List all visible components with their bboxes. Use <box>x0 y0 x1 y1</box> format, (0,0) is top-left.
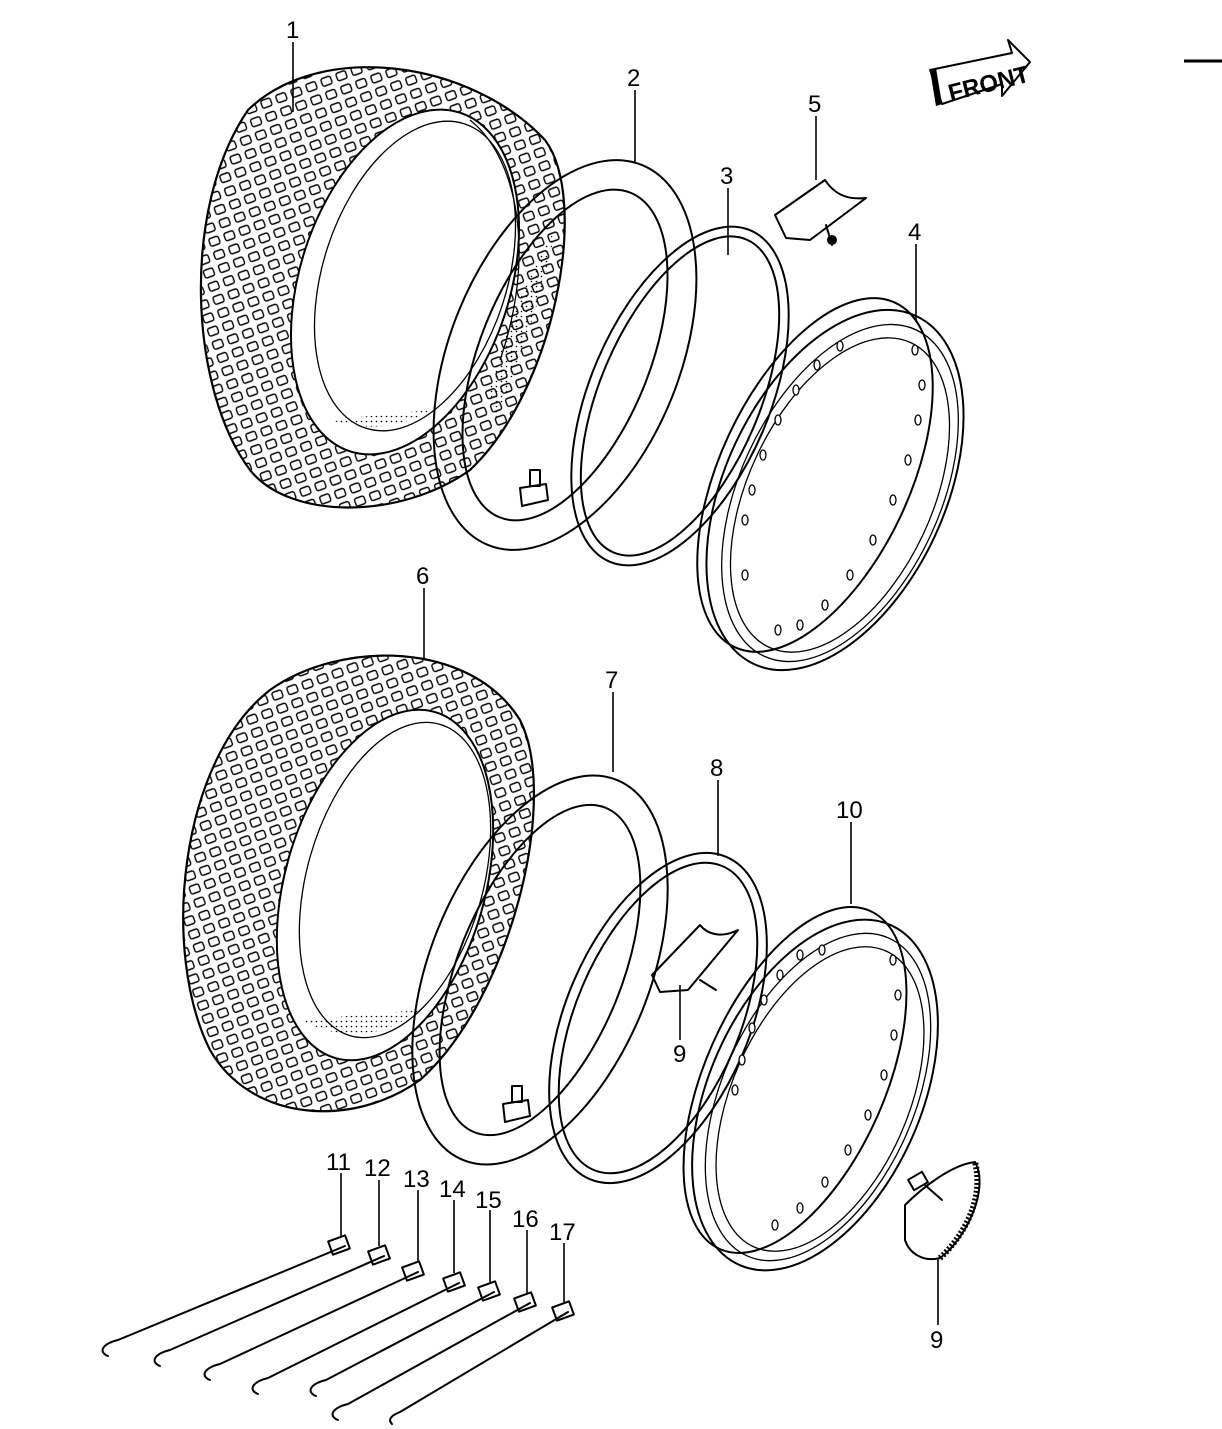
front-tube <box>432 159 698 551</box>
front-arrow-icon: FRONT <box>929 39 1033 107</box>
valve-stem-upper <box>519 469 549 507</box>
rear-rim <box>682 906 939 1272</box>
callout-1: 1 <box>286 17 299 44</box>
spoke-13 <box>203 1260 425 1381</box>
rim-lock-outside <box>904 1161 981 1261</box>
spoke-15 <box>309 1280 501 1397</box>
callout-4: 4 <box>908 219 921 246</box>
callout-labels: 1 2 3 5 4 6 7 8 10 9 9 11 12 13 14 15 16… <box>286 17 943 1354</box>
spoke-17 <box>389 1300 575 1425</box>
front-label: FRONT <box>946 61 1033 107</box>
rear-tire <box>182 654 536 1113</box>
callout-12: 12 <box>364 1155 391 1182</box>
callout-2: 2 <box>627 65 640 92</box>
callout-14: 14 <box>439 1176 466 1203</box>
spoke-11 <box>101 1234 351 1357</box>
callout-10: 10 <box>836 797 863 824</box>
front-rim <box>696 297 965 672</box>
callout-3: 3 <box>720 163 733 190</box>
callout-7: 7 <box>605 667 618 694</box>
spokes <box>101 1234 575 1425</box>
valve-stem-lower <box>502 1085 531 1123</box>
spoke-14 <box>251 1271 466 1395</box>
spoke-16 <box>331 1291 537 1421</box>
front-rim-band <box>570 225 790 567</box>
callout-16: 16 <box>512 1206 539 1233</box>
callout-9-inside: 9 <box>673 1041 686 1068</box>
callout-13: 13 <box>403 1166 430 1193</box>
front-tire <box>199 66 566 509</box>
callout-17: 17 <box>549 1219 576 1246</box>
rim-lock-upper <box>774 179 867 246</box>
callout-9-outside: 9 <box>930 1327 943 1354</box>
spoke-12 <box>153 1244 391 1367</box>
callout-8: 8 <box>710 755 723 782</box>
rim-lock-inside <box>651 924 739 993</box>
leader-lines <box>292 42 939 1325</box>
callout-15: 15 <box>475 1187 502 1214</box>
callout-5: 5 <box>808 91 821 118</box>
rear-tube <box>411 774 669 1166</box>
callout-11: 11 <box>326 1149 351 1176</box>
callout-6: 6 <box>416 563 429 590</box>
